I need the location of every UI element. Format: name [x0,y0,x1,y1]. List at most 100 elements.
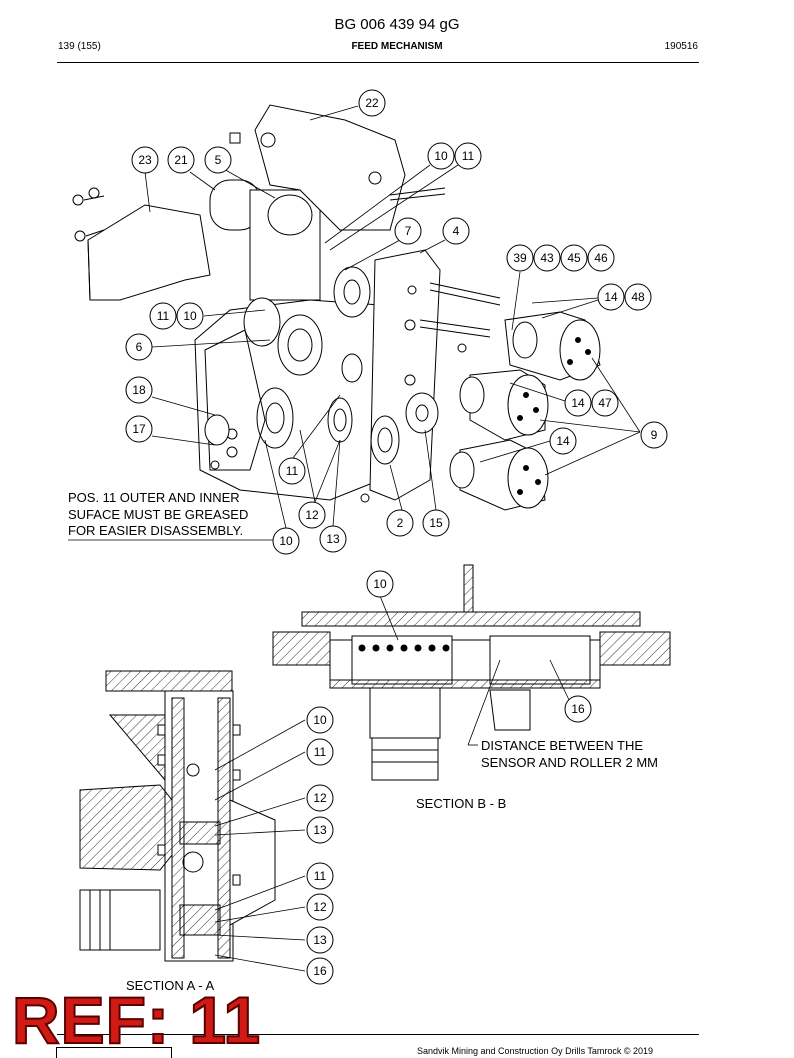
section-b-b-title: SECTION B - B [416,796,506,811]
callout-label: 11 [314,869,327,883]
callout-label: 16 [571,702,585,716]
grease-note-line-1: POS. 11 OUTER AND INNER [68,490,240,505]
callout-13 [306,926,334,954]
callout-label: 46 [594,251,608,265]
callout-7 [394,217,422,245]
callout-label: 17 [132,422,146,436]
ref-label: REF: 11 [11,983,262,1057]
footer-copyright: Sandvik Mining and Construction Oy Drill… [417,1046,654,1056]
callout-17 [125,415,153,443]
callout-label: 12 [305,508,319,522]
grease-note-line-2: SUFACE MUST BE GREASED [68,506,249,522]
callout-label: 14 [556,434,570,448]
section-b-b-drawing [272,564,671,781]
callout-label: 10 [279,534,293,548]
callout-label: 43 [540,251,554,265]
callout-label: 12 [313,900,327,914]
callout-10 [272,527,300,555]
callout-11 [306,862,334,890]
callout-16 [306,957,334,985]
callout-label: 7 [405,224,412,238]
header-rule [57,62,699,63]
callout-label: 10 [434,149,448,163]
callout-18 [125,376,153,404]
callout-47 [591,389,619,417]
revision-code: 190516 [664,41,698,52]
callout-14 [549,427,577,455]
callout-label: 4 [453,224,460,238]
callout-label: 15 [429,516,443,530]
callout-12 [306,893,334,921]
callout-label: 10 [373,577,387,591]
grease-note: POS. 11 OUTER AND INNER SUFACE MUST BE G… [68,490,248,540]
callout-label: 18 [132,383,146,397]
callout-label: 47 [598,396,612,410]
callout-label: 13 [326,532,340,546]
section-a-a-title: SECTION A - A [126,978,214,993]
callout-label: 10 [313,713,327,727]
callout-10 [176,302,204,330]
callout-label: 2 [397,516,404,530]
page-title: FEED MECHANISM [351,41,443,52]
callout-11 [149,302,177,330]
callout-14 [597,283,625,311]
callout-label: 12 [313,791,327,805]
callout-10 [306,706,334,734]
callout-39 [506,244,534,272]
callout-label: 14 [604,290,618,304]
callout-label: 6 [136,340,143,354]
callout-12 [298,501,326,529]
callout-label: 13 [313,823,327,837]
callout-label: 13 [313,933,327,947]
page-number: 139 (155) [58,41,101,52]
callout-label: 11 [462,149,475,163]
callout-9 [640,421,668,449]
callout-label: 10 [183,309,197,323]
callout-label: 11 [314,745,327,759]
callout-11 [306,738,334,766]
callout-label: 11 [286,464,299,478]
exploded-assembly [68,104,641,541]
callout-22 [358,89,386,117]
section-b-b-note-line-2: SENSOR AND ROLLER 2 MM [481,755,658,770]
callout-10 [366,570,394,598]
callout-10 [427,142,455,170]
section-a-a-drawing [79,670,306,972]
callout-label: 45 [567,251,581,265]
callout-numbers: 22 23 21 5 10 11 7 4 39 43 45 46 14 48 1… [132,96,657,978]
callout-13 [319,525,347,553]
callout-label: 39 [513,251,527,265]
callout-label: 11 [157,309,170,323]
callout-12 [306,784,334,812]
grease-note-line-3: FOR EASIER DISASSEMBLY. [68,523,244,538]
footer-rule [57,1034,699,1035]
callout-45 [560,244,588,272]
callout-5 [204,146,232,174]
callout-4 [442,217,470,245]
callout-11 [278,457,306,485]
callout-15 [422,509,450,537]
callout-label: 21 [174,153,188,167]
callout-43 [533,244,561,272]
callout-balloons [125,89,668,985]
callout-label: 16 [313,964,327,978]
document-id: BG 006 439 94 gG [334,16,460,33]
callout-label: 5 [215,153,222,167]
callout-14 [564,389,592,417]
callout-16 [564,695,592,723]
callout-46 [587,244,615,272]
section-b-b-note-line-1: DISTANCE BETWEEN THE [481,738,643,753]
callout-label: 14 [571,396,585,410]
callout-label: 9 [651,428,658,442]
callout-13 [306,816,334,844]
callout-23 [131,146,159,174]
callout-6 [125,333,153,361]
callout-label: 23 [138,153,152,167]
callout-label: 22 [365,96,379,110]
callout-11 [454,142,482,170]
callout-48 [624,283,652,311]
callout-2 [386,509,414,537]
callout-21 [167,146,195,174]
callout-label: 48 [631,290,645,304]
